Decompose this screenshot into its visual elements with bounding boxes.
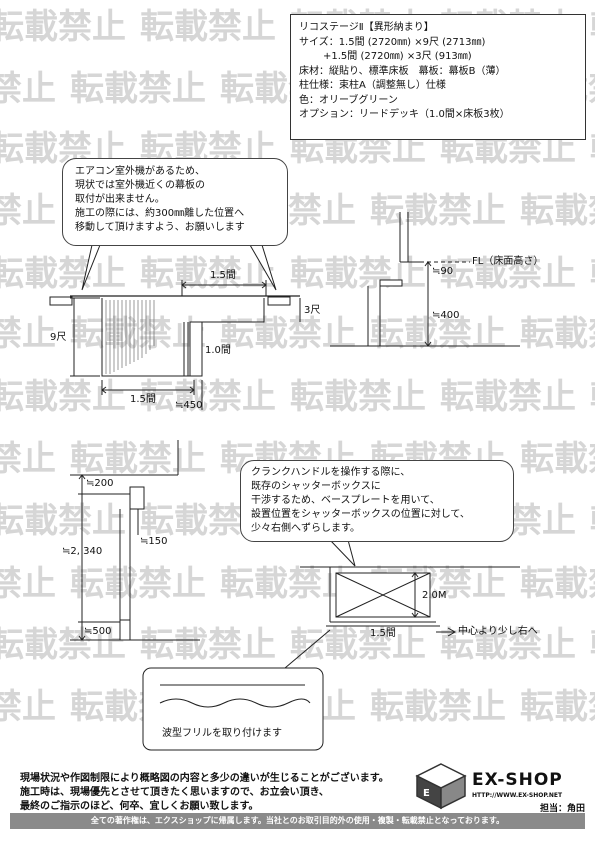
plan-note-bubble: エアコン室外機があるため、 現状では室外機近くの幕板の 取付が出来ません。 施工…	[62, 158, 288, 246]
plan-bubble-tail-left	[81, 244, 101, 291]
plan-deck-outline	[101, 298, 265, 377]
shutter-center-note: 中心より少し右へ	[458, 626, 538, 637]
svg-text:E: E	[423, 788, 430, 799]
plan-dim-3shaku: 3尺	[304, 305, 321, 316]
elev-dim-2340: ≒2, 340	[62, 546, 103, 557]
spec-column: 柱仕様：束柱A（調整無し）仕様	[299, 80, 446, 91]
spec-option: オプション：リードデッキ（1.0間×床板3枚）	[299, 109, 510, 120]
elev-dim-200: ≒200	[86, 478, 114, 489]
plan-dim-bottom: 1.5間	[130, 394, 156, 405]
logo-person: 担当：角田	[540, 804, 586, 814]
shutter-dim-20m: 2.0M	[422, 590, 447, 601]
section-deck-top	[379, 279, 403, 287]
elev-dim-150: ≒150	[140, 536, 168, 547]
plan-lead-deck	[189, 321, 203, 377]
spec-material: 床材：縦貼り、標準床板 幕板：幕板B（薄）	[299, 65, 506, 77]
section-dim-400: ≒400	[432, 310, 460, 321]
logo-name: EX-SHOP	[472, 770, 563, 790]
logo-url: HTTP://WWW.EX-SHOP.NET	[472, 792, 563, 799]
frill-wave	[159, 698, 311, 708]
copyright-bar: 全ての著作権は、エクスショップに帰属します。当社とのお取引目的外の使用・複製・転…	[10, 813, 585, 829]
shutter-note-bubble: クランクハンドルを操作する際に、 既存のシャッターボックスに 干渉するため、ベー…	[240, 460, 514, 542]
plan-aircon-left	[49, 296, 73, 306]
elev-shutter-box	[129, 486, 145, 510]
plan-dim-top: 1.5間	[210, 270, 236, 281]
plan-dim-1ken: 1.0間	[205, 345, 231, 356]
plan-floor-boards	[105, 300, 155, 374]
plan-dim-450: ≒450	[175, 400, 203, 411]
spec-size-2: +1.5間 (2720㎜) ×3尺 (913㎜)	[323, 51, 472, 62]
plan-bubble-tail-right	[249, 244, 277, 291]
section-fl-label: FL（床面高さ）	[472, 256, 544, 267]
spec-size-1: サイズ：1.5間 (2720㎜) ×9尺 (2713㎜)	[299, 36, 486, 48]
footer-note: 現場状況や作図制限により概略図の内容と多少の違いが生じることがございます。 施工…	[20, 773, 389, 812]
spec-title: リコステージⅡ【異形納まり】	[299, 22, 434, 33]
plan-aircon-right	[267, 296, 291, 306]
spec-box: リコステージⅡ【異形納まり】 サイズ：1.5間 (2720㎜) ×9尺 (271…	[290, 14, 586, 140]
exshop-logo-icon: E	[415, 763, 467, 810]
plan-dim-9shaku: 9尺	[50, 332, 67, 343]
frill-box	[142, 667, 324, 751]
shutter-dim-15ken: 1.5間	[370, 628, 396, 639]
section-dim-90: ≒90	[432, 266, 454, 277]
frill-caption: 波型フリルを取り付けます	[162, 728, 282, 739]
elev-dim-500: ≒500	[84, 626, 112, 637]
spec-color: 色：オリーブグリーン	[299, 94, 398, 106]
